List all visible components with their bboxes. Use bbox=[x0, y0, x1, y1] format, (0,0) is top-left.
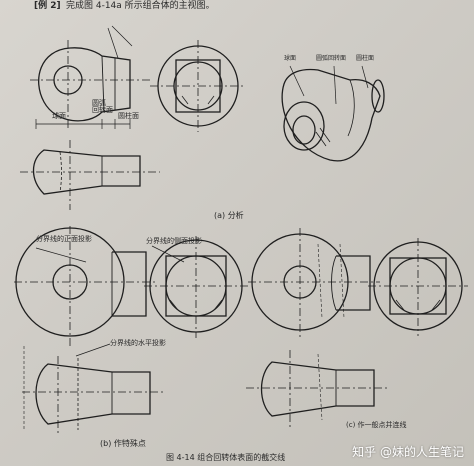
label-side-projection: 分界线的侧面投影 bbox=[146, 237, 202, 245]
label-sphere: 球面 bbox=[52, 112, 66, 120]
caption-b: (b) 作特殊点 bbox=[100, 439, 146, 448]
label-cylinder-3d: 圆柱面 bbox=[356, 55, 375, 62]
panel-b-front-view bbox=[14, 226, 158, 357]
panel-c-front-view bbox=[248, 228, 380, 340]
label-cylinder: 圆柱面 bbox=[118, 112, 139, 120]
example-tag: [例 2] bbox=[34, 1, 61, 11]
instruction-text: 完成图 4-14a 所示组合体的主视图。 bbox=[66, 1, 215, 11]
panel-b-side-view bbox=[144, 236, 250, 338]
label-arc-revolution: 圆弧 回转面 bbox=[92, 99, 113, 114]
caption-a: (a) 分析 bbox=[214, 211, 244, 220]
panel-a-front-view bbox=[30, 25, 150, 129]
panel-a-3d-view bbox=[281, 65, 385, 162]
label-horizontal-projection: 分界线的水平投影 bbox=[110, 339, 166, 347]
label-arc-revolution-3d: 圆弧回转面 bbox=[316, 55, 347, 62]
label-front-projection: 分界线的正面投影 bbox=[36, 235, 92, 243]
panel-c-side-view bbox=[368, 238, 468, 336]
panel-a-side-view bbox=[150, 40, 246, 132]
figure-caption: 图 4-14 组合回转体表面的截交线 bbox=[166, 453, 286, 462]
panel-b-top-view bbox=[22, 346, 164, 434]
caption-c: (c) 作一般点并连线 bbox=[346, 421, 407, 429]
panel-a-top-view bbox=[20, 140, 160, 210]
label-sphere-3d: 球面 bbox=[284, 55, 297, 62]
watermark: 知乎 @妹的人生笔记 bbox=[352, 445, 464, 459]
panel-c-top-view bbox=[246, 350, 388, 428]
